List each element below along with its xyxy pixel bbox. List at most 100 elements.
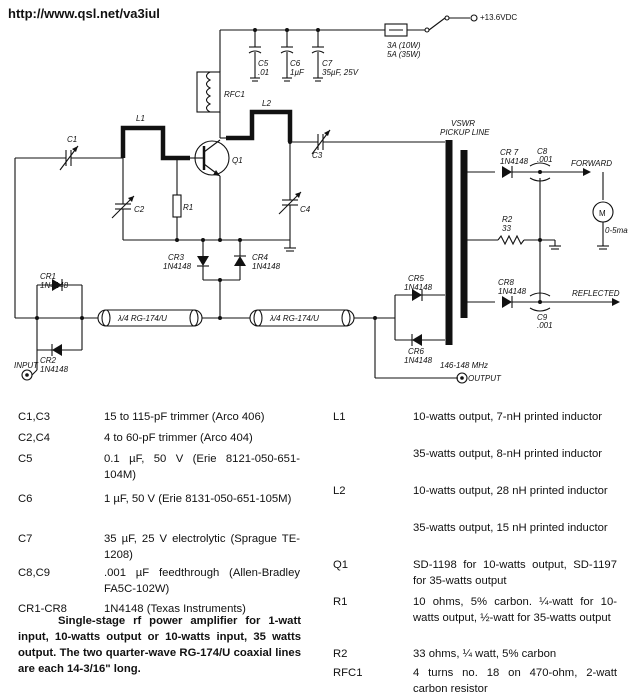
caption-text: Single-stage rf power amplifier for 1-wa…	[18, 615, 301, 675]
reflected-label: REFLECTED	[572, 289, 620, 298]
part-ref: C6	[18, 493, 33, 505]
part-desc: 1 µF, 50 V (Erie 8131-050-651-105M)	[104, 493, 292, 505]
c5-label: C5	[258, 59, 269, 68]
rfc1-choke	[196, 71, 226, 139]
meter-range: 0-5ma	[605, 226, 628, 235]
forward-detector	[502, 162, 614, 302]
vswr-pickup-line	[445, 140, 498, 345]
cr8-label: CR8	[498, 278, 515, 287]
amplifier-schematic: +13.6VDC 3A (10W) 5A (35W) C5 .01 C6 1µF…	[14, 13, 628, 384]
c7-value: 35µF, 25V	[322, 68, 359, 77]
parts-row: Q1 SD-1198 for 10-watts output, SD-1197 …	[333, 557, 617, 594]
part-ref: L2	[333, 485, 346, 497]
coax-left-label: λ/4 RG-174/U	[117, 314, 167, 323]
coax-right-label: λ/4 RG-174/U	[269, 314, 319, 323]
l1-label: L1	[136, 114, 145, 123]
parts-row: C5 0.1 µF, 50 V (Erie 8121-050-651-104M)	[18, 451, 300, 491]
cr5-label: CR5	[408, 274, 425, 283]
cr7-label: CR 7	[500, 148, 519, 157]
c8-value: .001	[537, 155, 553, 164]
output-network	[278, 129, 445, 240]
parts-row: R1 10 ohms, 5% carbon. ¼-watt for 10-wat…	[333, 594, 617, 646]
part-ref: CR1-CR8	[18, 603, 67, 615]
q1-transistor	[190, 139, 230, 177]
cr7-part: 1N4148	[500, 157, 529, 166]
output-switch	[373, 289, 468, 384]
fuse-label-1: 3A (10W)	[387, 41, 421, 50]
part-ref: C5	[18, 453, 33, 465]
input-switch	[14, 158, 98, 381]
parts-row: L1 10-watts output, 7-nH printed inducto…	[333, 409, 617, 446]
c9-label: C9	[537, 313, 548, 322]
r2-terminator	[497, 234, 561, 250]
l2-label: L2	[262, 99, 271, 108]
cr6-part: 1N4148	[404, 356, 433, 365]
part-desc: 4 to 60-pF trimmer (Arco 404)	[104, 432, 253, 444]
figure-caption: Single-stage rf power amplifier for 1-wa…	[18, 613, 301, 677]
l2-inductor	[226, 109, 293, 142]
c9-value: .001	[537, 321, 553, 330]
part-desc: 4 turns no. 18 on 470-ohm, 2-watt carbon…	[413, 667, 617, 695]
cr3-label: CR3	[168, 253, 185, 262]
cr1-part: 1N4148	[40, 281, 69, 290]
vswr-label-1: VSWR	[451, 119, 475, 128]
cr4-part: 1N4148	[252, 262, 281, 271]
reflected-detector	[502, 292, 620, 312]
parts-row: C6 1 µF, 50 V (Erie 8131-050-651-105M)	[18, 491, 300, 531]
c6-value: 1µF	[290, 68, 305, 77]
r2-label: R2	[502, 215, 513, 224]
meter-label: M	[599, 209, 606, 218]
parts-row: C8,C9 .001 µF feedthrough (Allen-Bradley…	[18, 565, 300, 601]
r2-value: 33	[502, 224, 511, 233]
cr5-part: 1N4148	[404, 283, 433, 292]
cr2-part: 1N4148	[40, 365, 69, 374]
parts-row: 35-watts output, 15 nH printed inductor	[333, 520, 617, 557]
freq-label: 146-148 MHz	[440, 361, 488, 370]
cr2-label: CR2	[40, 356, 57, 365]
part-desc: 35-watts output, 15 nH printed inductor	[413, 522, 608, 534]
parts-row: L2 10-watts output, 28 nH printed induct…	[333, 483, 617, 520]
source-url: http://www.qsl.net/va3iul	[8, 6, 160, 21]
c6-label: C6	[290, 59, 301, 68]
part-desc: SD-1198 for 10-watts output, SD-1197 for…	[413, 559, 617, 587]
output-label: OUTPUT	[468, 374, 502, 383]
cr8-part: 1N4148	[498, 287, 527, 296]
parts-row: R2 33 ohms, ¼ watt, 5% carbon	[333, 646, 617, 665]
parts-row: C1,C3 15 to 115-pF trimmer (Arco 406)	[18, 409, 300, 430]
bypass-capacitors	[219, 28, 325, 82]
cr6-label: CR6	[408, 347, 425, 356]
vswr-label-2: PICKUP LINE	[440, 128, 490, 137]
part-ref: RFC1	[333, 667, 363, 679]
part-ref: R2	[333, 648, 348, 660]
part-ref: C1,C3	[18, 411, 51, 423]
part-ref: C8,C9	[18, 567, 51, 579]
part-desc: 10-watts output, 28 nH printed inductor	[413, 485, 608, 497]
supply-label: +13.6VDC	[480, 13, 517, 22]
part-desc: 1N4148 (Texas Instruments)	[104, 603, 246, 615]
part-desc: .001 µF feedthrough (Allen-Bradley FA5C-…	[104, 567, 300, 595]
part-desc: 10-watts output, 7-nH printed inductor	[413, 411, 603, 423]
cr1-label: CR1	[40, 272, 56, 281]
part-desc: 35-watts output, 8-nH printed inductor	[413, 448, 603, 460]
forward-label: FORWARD	[571, 159, 612, 168]
q1-label: Q1	[232, 156, 243, 165]
parts-list-right: L1 10-watts output, 7-nH printed inducto…	[333, 409, 617, 699]
parts-row: CR1-CR8 1N4148 (Texas Instruments)	[18, 601, 300, 621]
c3-label: C3	[312, 151, 323, 160]
c7-label: C7	[322, 59, 333, 68]
part-desc: 35 µF, 25 V electrolytic (Sprague TE-120…	[104, 533, 300, 561]
part-ref: C2,C4	[18, 432, 51, 444]
parts-list-left: C1,C3 15 to 115-pF trimmer (Arco 406) C2…	[18, 409, 300, 621]
rfc1-label: RFC1	[224, 90, 245, 99]
coax-line-right	[249, 309, 375, 327]
input-label: INPUT	[14, 361, 39, 370]
part-ref: R1	[333, 596, 348, 608]
input-network	[15, 145, 182, 240]
part-ref: L1	[333, 411, 346, 423]
part-ref: Q1	[333, 559, 349, 571]
parts-row: C2,C4 4 to 60-pF trimmer (Arco 404)	[18, 430, 300, 451]
fuse-label-2: 5A (35W)	[387, 50, 421, 59]
supply-rail	[220, 14, 478, 37]
part-ref: C7	[18, 533, 33, 545]
bias-diodes	[123, 176, 296, 320]
